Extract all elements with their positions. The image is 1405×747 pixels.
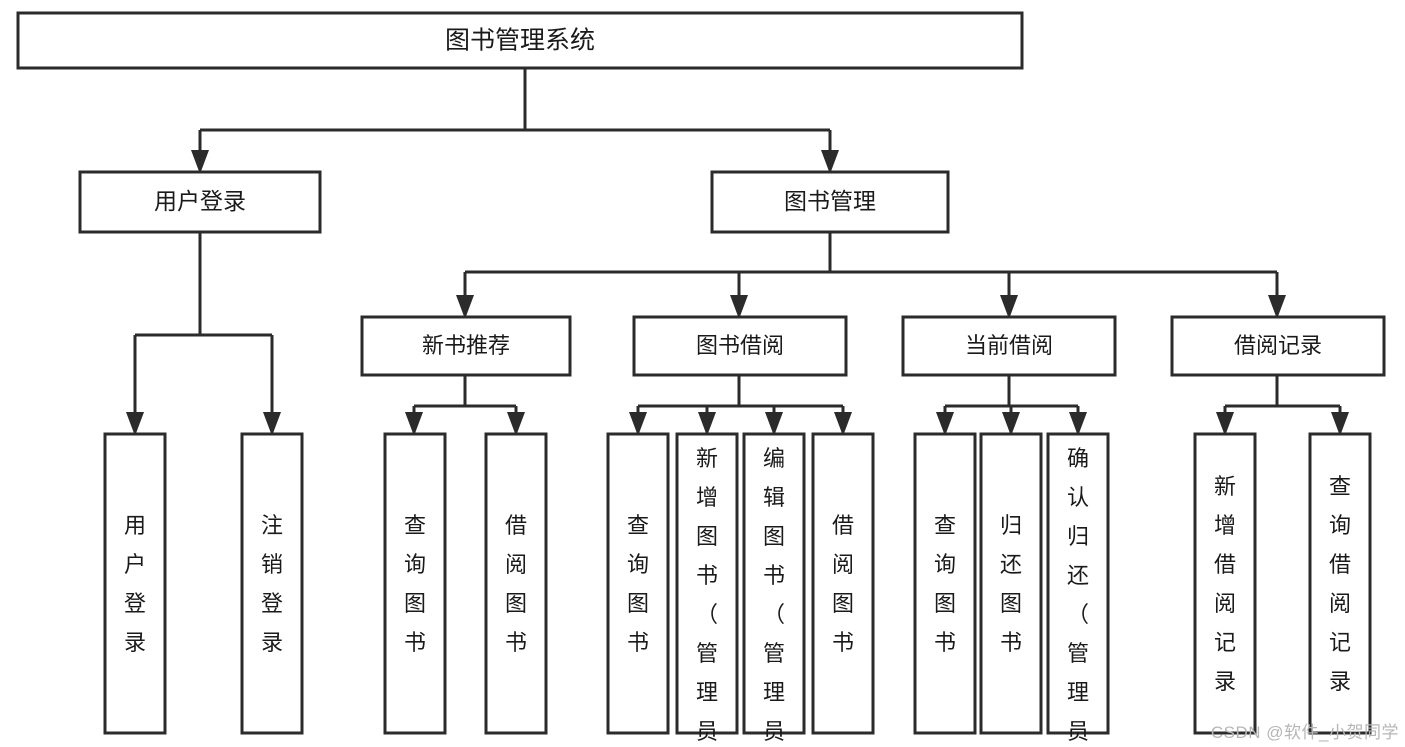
arrow-current-borrow	[1000, 295, 1018, 319]
node-book-manage-box[interactable]	[710, 170, 950, 234]
node-current-borrow-box[interactable]	[901, 315, 1117, 377]
leaf-query-record-box[interactable]	[1308, 432, 1372, 735]
node-book-borrow-box[interactable]	[632, 315, 848, 377]
leaf-edit-book-box[interactable]	[742, 432, 806, 735]
leaf-confirm-return-label: 确认归还（管理员）	[1067, 446, 1089, 747]
node-borrow-record[interactable]: 借阅记录	[1170, 315, 1386, 377]
leaf-user-login-label: 用户登录	[124, 513, 146, 655]
arrow-leaf-logout-login	[263, 412, 281, 436]
leaf-add-book-box[interactable]	[675, 432, 739, 735]
csdn-watermark: CSDN @软件_小贺同学	[1210, 723, 1399, 742]
leaf-query-book-2-box[interactable]	[606, 432, 670, 735]
node-root[interactable]: 图书管理系统	[16, 11, 1024, 70]
leaf-add-book-label: 新增图书（管理员）	[696, 446, 718, 747]
leaf-borrow-book-2[interactable]	[811, 432, 875, 735]
arrow-leaf-borrow-book-2	[834, 412, 852, 436]
leaf-logout-login[interactable]	[240, 432, 304, 735]
leaf-borrow-book-1[interactable]	[484, 432, 548, 735]
leaf-return-book[interactable]	[979, 432, 1043, 735]
leaf-add-book[interactable]	[675, 432, 739, 735]
leaf-logout-login-label: 注销登录	[261, 513, 283, 655]
node-root-label: 图书管理系统	[445, 27, 595, 55]
leaf-label-layer: 用户登录 注销登录 查询图书 借阅图书 查询图书 新增图书（管理员） 编辑图书（管理员） 借阅…	[124, 446, 1351, 747]
node-user-login[interactable]: 用户登录	[78, 170, 322, 234]
arrow-user-login	[191, 150, 209, 174]
arrow-leaf-borrow-book-1	[507, 412, 525, 436]
node-new-book-recommend-label: 新书推荐	[422, 333, 510, 358]
arrow-borrow-record	[1268, 295, 1286, 319]
leaf-confirm-return-box[interactable]	[1046, 432, 1110, 735]
arrow-leaf-user-login	[126, 412, 144, 436]
leaf-query-book-2-label: 查询图书	[627, 513, 649, 655]
leaf-logout-login-box[interactable]	[240, 432, 304, 735]
leaf-borrow-book-2-label: 借阅图书	[832, 513, 854, 655]
node-new-book-recommend[interactable]: 新书推荐	[360, 315, 572, 377]
leaf-add-record-label: 新增借阅记录	[1214, 474, 1236, 694]
leaf-edit-book-label: 编辑图书（管理员）	[763, 446, 785, 747]
leaf-add-record[interactable]	[1193, 432, 1257, 735]
leaf-edit-book[interactable]	[742, 432, 806, 735]
node-book-borrow-label: 图书借阅	[696, 333, 784, 358]
node-borrow-record-box[interactable]	[1170, 315, 1386, 377]
node-root-box[interactable]	[16, 11, 1024, 70]
arrow-leaf-query-book-1	[405, 412, 423, 436]
arrow-leaf-add-record	[1216, 412, 1234, 436]
leaf-query-book-3[interactable]	[913, 432, 977, 735]
leaf-borrow-book-1-label: 借阅图书	[505, 513, 527, 655]
arrow-leaf-edit-book	[765, 412, 783, 436]
node-user-login-box[interactable]	[78, 170, 322, 234]
leaf-user-login-box[interactable]	[103, 432, 167, 735]
node-current-borrow[interactable]: 当前借阅	[901, 315, 1117, 377]
arrow-leaf-add-book	[698, 412, 716, 436]
leaf-add-record-box[interactable]	[1193, 432, 1257, 735]
leaf-query-record[interactable]	[1308, 432, 1372, 735]
leaf-confirm-return[interactable]	[1046, 432, 1110, 735]
arrow-leaf-query-book-2	[629, 412, 647, 436]
leaf-user-login[interactable]	[103, 432, 167, 735]
node-book-manage-label: 图书管理	[784, 188, 876, 214]
arrow-book-manage	[821, 150, 839, 174]
leaf-query-book-1-label: 查询图书	[404, 513, 426, 655]
leaf-query-record-label: 查询借阅记录	[1329, 474, 1351, 694]
node-current-borrow-label: 当前借阅	[965, 333, 1053, 358]
leaf-query-book-1-box[interactable]	[383, 432, 447, 735]
node-book-borrow[interactable]: 图书借阅	[632, 315, 848, 377]
edge-layer	[126, 68, 1349, 436]
arrow-book-borrow	[730, 295, 748, 319]
leaf-return-book-label: 归还图书	[1000, 513, 1022, 655]
leaf-query-book-3-box[interactable]	[913, 432, 977, 735]
leaf-return-book-box[interactable]	[979, 432, 1043, 735]
leaf-query-book-3-label: 查询图书	[934, 513, 956, 655]
arrow-leaf-query-record	[1331, 412, 1349, 436]
leaf-borrow-book-2-box[interactable]	[811, 432, 875, 735]
arrow-leaf-confirm-return	[1069, 412, 1087, 436]
arrow-leaf-return-book	[1002, 412, 1020, 436]
leaf-borrow-book-1-box[interactable]	[484, 432, 548, 735]
leaf-query-book-2[interactable]	[606, 432, 670, 735]
node-book-manage[interactable]: 图书管理	[710, 170, 950, 234]
leaf-query-book-1[interactable]	[383, 432, 447, 735]
node-user-login-label: 用户登录	[154, 188, 246, 214]
node-borrow-record-label: 借阅记录	[1234, 333, 1322, 358]
node-new-book-recommend-box[interactable]	[360, 315, 572, 377]
arrow-leaf-query-book-3	[936, 412, 954, 436]
arrow-new-book-recommend	[456, 295, 474, 319]
